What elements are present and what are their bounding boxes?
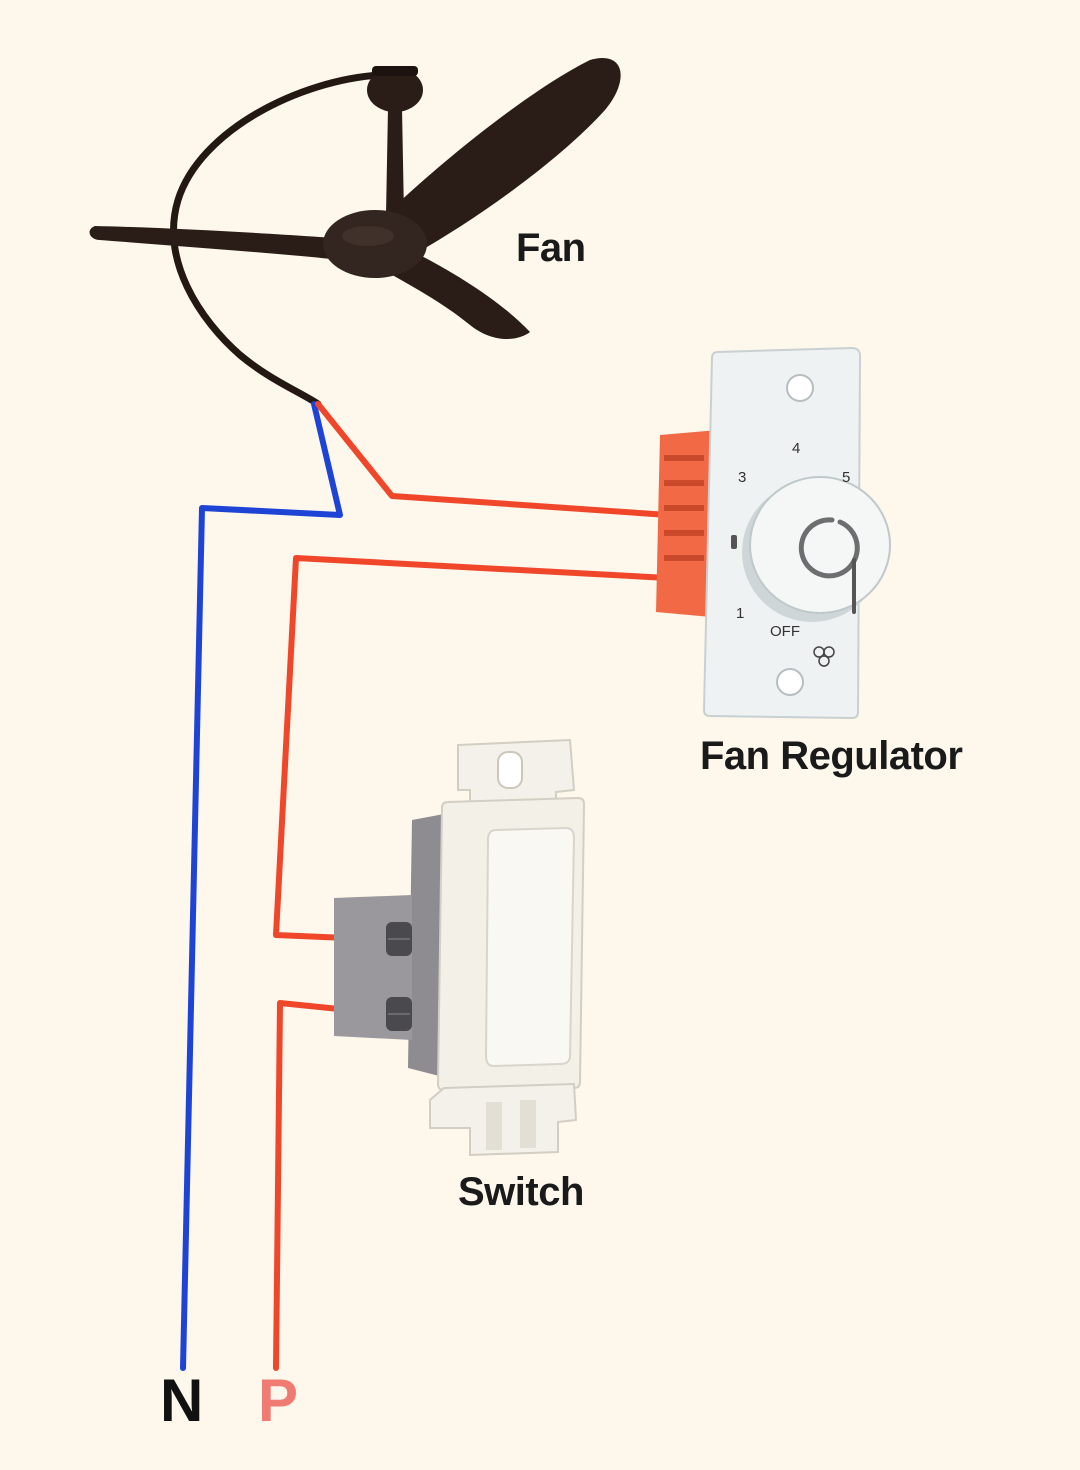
terminal-slot <box>664 555 704 561</box>
fan-regulator-icon: 3 4 5 1 OFF <box>656 346 891 720</box>
fan-symbol-icon <box>813 646 835 667</box>
dial-mark-4: 4 <box>792 440 800 457</box>
fan-canopy-top <box>372 66 418 76</box>
fan-blade-3 <box>370 250 530 340</box>
clip-slot <box>520 1100 536 1148</box>
terminal-slot <box>664 480 704 486</box>
fan-blade-1 <box>372 58 621 262</box>
phase-label: P <box>258 1367 298 1434</box>
switch-bottom-clip <box>429 1082 578 1157</box>
clip-hole <box>497 751 523 789</box>
neutral-label: N <box>160 1367 203 1434</box>
fan-to-regulator-wire <box>315 401 671 518</box>
clip-slot <box>486 1102 502 1150</box>
terminal-slot <box>664 455 704 461</box>
regulator-terminal-block <box>656 430 722 618</box>
screw-hole <box>786 374 814 402</box>
terminal-slot <box>664 505 704 511</box>
dial-mark-off: OFF <box>770 623 800 640</box>
power-symbol-icon <box>798 517 860 579</box>
ceiling-fan-icon <box>89 58 621 408</box>
fan-downrod <box>386 108 404 215</box>
dial-mark-3: 3 <box>738 469 746 486</box>
terminal-slot <box>664 530 704 536</box>
phase-supply-wire <box>273 1000 401 1371</box>
fan-blade-2 <box>89 226 361 262</box>
screw-hole <box>776 668 804 696</box>
switch-label: Switch <box>458 1170 584 1214</box>
dial-mark-5: 5 <box>842 469 850 486</box>
regulator-knob <box>749 476 891 614</box>
fan-motor-highlight <box>342 226 394 246</box>
switch-rocker <box>484 826 576 1068</box>
neutral-wire <box>180 401 343 1371</box>
dial-mark-1: 1 <box>736 605 744 622</box>
fan-label: Fan <box>516 226 586 270</box>
fan-regulator-label: Fan Regulator <box>700 734 963 778</box>
regulator-side-mark <box>731 535 737 549</box>
fan-canopy <box>367 68 423 112</box>
rocker-switch-icon <box>334 738 586 1157</box>
